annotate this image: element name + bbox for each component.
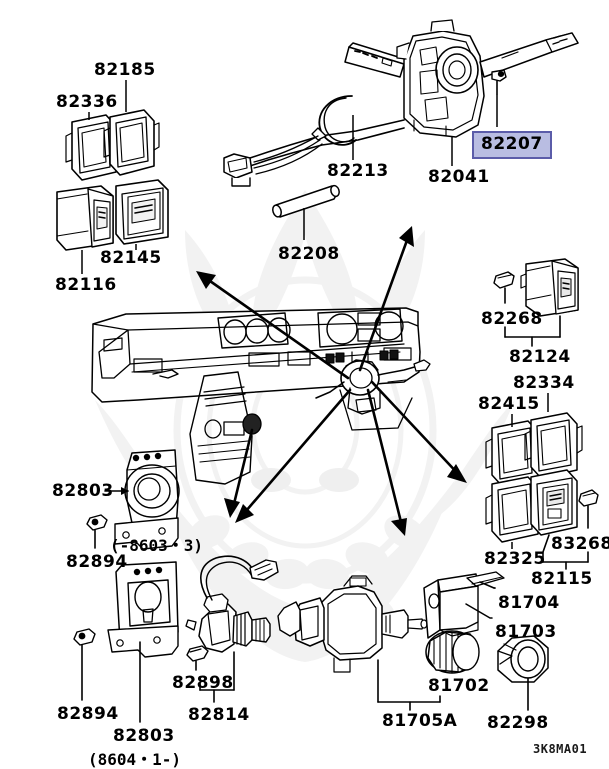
part-82898-screw [186, 645, 209, 671]
part-label-82898: 82898 [172, 673, 234, 693]
part-group-upper-left-switches [56, 109, 169, 251]
part-82041-right-stalk [479, 32, 579, 78]
callout-arrows [196, 226, 467, 536]
bracket-82115 [542, 534, 589, 570]
arrow-to-upper-left-switches [196, 271, 350, 380]
part-81702-lock-nut [425, 630, 480, 674]
part-82814-lamp [185, 555, 279, 653]
leader-81703 [465, 603, 493, 619]
part-label-82298: 82298 [487, 713, 549, 733]
dashboard-steering-column [315, 351, 431, 415]
part-label-82268: 82268 [481, 309, 543, 329]
part-82213-harness [223, 95, 405, 187]
part-82124-switch [520, 258, 579, 317]
date-annotation-early: (-8603・3) [110, 536, 204, 555]
arrow-to-combination-switch [358, 226, 414, 372]
part-label-82803-early: 82803 [52, 481, 114, 501]
part-81703-bracket [423, 571, 505, 639]
part-group-right-bezels [485, 412, 599, 570]
part-label-81704: 81704 [498, 593, 560, 613]
bracket-82124 [504, 315, 561, 347]
part-label-81703: 81703 [495, 622, 557, 642]
part-label-82334: 82334 [513, 373, 575, 393]
drawing-code: 3K8MA01 [533, 742, 588, 756]
part-group-combination-switch [223, 19, 579, 187]
part-82894-screw-early [86, 514, 108, 549]
part-82041-body [396, 19, 485, 138]
part-82803-bracket-late [107, 561, 179, 658]
part-label-82415: 82415 [478, 394, 540, 414]
part-82268-clip [493, 271, 515, 304]
part-group-fog-lamp-switch [493, 258, 579, 347]
part-83268-clip [578, 489, 599, 529]
part-82336-bezel [65, 114, 122, 181]
part-82208-pin [272, 184, 340, 218]
date-annotation-late: (8604・1-) [88, 750, 182, 769]
part-label-82894-early: 82894 [66, 552, 128, 572]
part-group-ignition-bracket-late [73, 561, 179, 723]
part-label-82207-highlighted[interactable]: 82207 [472, 131, 552, 159]
dashboard-illustration [91, 307, 431, 485]
part-82115-switch [530, 469, 578, 536]
part-label-82325: 82325 [484, 549, 546, 569]
part-label-82115: 82115 [531, 569, 593, 589]
bracket-81705A [377, 659, 441, 711]
part-label-82124: 82124 [509, 347, 571, 367]
part-label-81705A: 81705A [382, 711, 458, 731]
part-label-81702: 81702 [428, 676, 490, 696]
part-81704-plate [466, 571, 505, 587]
leader-lines-upper-left [81, 80, 137, 274]
arrow-to-ignition-bracket [235, 388, 352, 523]
leader-lines-right-group [511, 393, 549, 549]
part-82334-bezel [524, 412, 583, 479]
part-82803-bracket-early [114, 449, 180, 550]
part-81705A-lock-cylinder [277, 575, 428, 673]
part-label-82116: 82116 [55, 275, 117, 295]
part-label-82336: 82336 [56, 92, 118, 112]
part-label-82208: 82208 [278, 244, 340, 264]
part-82298-grommet [497, 635, 549, 711]
bracket-82814 [199, 651, 235, 703]
part-label-82213: 82213 [327, 161, 389, 181]
part-82185-bezel [103, 109, 160, 176]
part-group-ignition-switch [277, 571, 549, 711]
leader-lines-combination-switch [352, 94, 498, 166]
part-82116-rocker-switch [56, 185, 114, 251]
part-group-key-illumination [185, 555, 279, 703]
part-label-82894-late: 82894 [57, 704, 119, 724]
part-82894-screw-late [73, 628, 96, 701]
part-label-82185: 82185 [94, 60, 156, 80]
part-label-82041: 82041 [428, 167, 490, 187]
part-82207-screw [491, 69, 507, 95]
part-label-82145: 82145 [100, 248, 162, 268]
part-label-83268: 83268 [551, 534, 609, 554]
arrow-to-key-illumination [224, 428, 254, 518]
part-82145-rocker-switch [115, 179, 169, 245]
part-label-82814: 82814 [188, 705, 250, 725]
arrow-to-right-switches [370, 380, 467, 483]
part-label-82803-late: 82803 [113, 726, 175, 746]
arrow-to-lower-right-group [366, 388, 407, 536]
part-group-ignition-bracket-early [86, 449, 180, 550]
